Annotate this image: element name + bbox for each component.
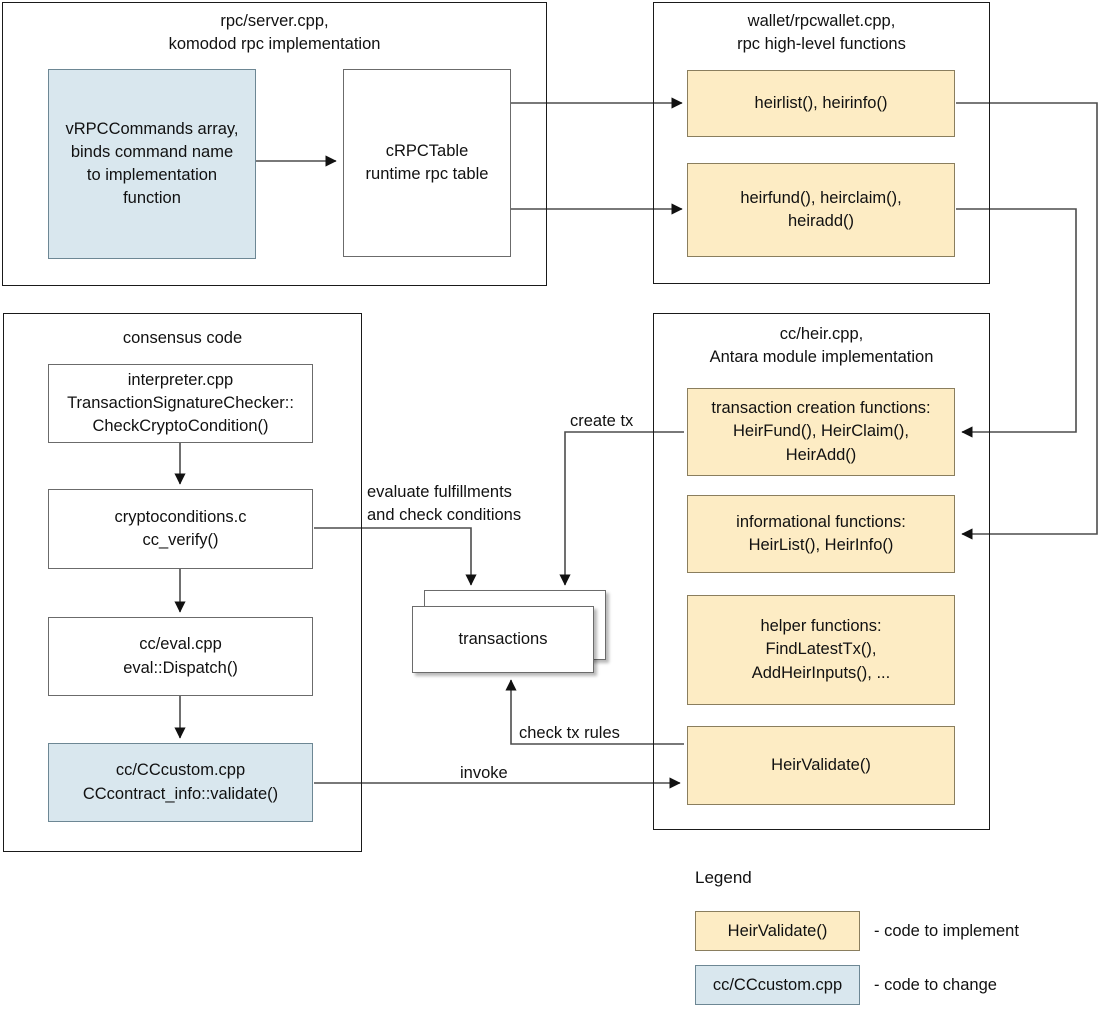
panel-consensus-title: consensus code <box>122 329 243 347</box>
node-vrpccommands-array[interactable]: vRPCCommands array, binds command name t… <box>48 69 256 259</box>
node-transactions[interactable]: transactions <box>412 606 594 673</box>
panel-rpc-server <box>2 2 547 286</box>
edge-heirvalidate-to-transactions <box>505 679 684 745</box>
edge-ccverify-to-transactions <box>314 527 477 586</box>
panel-heir-title: cc/heir.cpp, Antara module implementatio… <box>709 325 934 367</box>
node-transaction-creation-functions[interactable]: transaction creation functions: HeirFund… <box>687 388 955 476</box>
legend-swatch-implement: HeirValidate() <box>695 911 860 951</box>
node-heirvalidate[interactable]: HeirValidate() <box>687 726 955 805</box>
edge-txcreation-to-transactions <box>559 431 684 586</box>
node-interpreter-checkcryptocondition[interactable]: interpreter.cpp TransactionSignatureChec… <box>48 364 313 443</box>
node-cccustom-validate[interactable]: cc/CCcustom.cpp CCcontract_info::validat… <box>48 743 313 822</box>
edge-heirfund-to-txcreation <box>956 208 1077 438</box>
node-helper-functions[interactable]: helper functions: FindLatestTx(), AddHei… <box>687 595 955 705</box>
legend: Legend HeirValidate() - code to implemen… <box>695 868 1095 1008</box>
panel-consensus <box>3 313 362 852</box>
legend-title: Legend <box>695 868 752 887</box>
legend-swatch-change: cc/CCcustom.cpp <box>695 965 860 1005</box>
node-crpctable[interactable]: cRPCTable runtime rpc table <box>343 69 511 257</box>
legend-desc-change: - code to change <box>874 975 997 994</box>
node-cryptoconditions-cc-verify[interactable]: cryptoconditions.c cc_verify() <box>48 489 313 569</box>
node-heirlist-heirinfo[interactable]: heirlist(), heirinfo() <box>687 70 955 137</box>
node-informational-functions[interactable]: informational functions: HeirList(), Hei… <box>687 495 955 573</box>
panel-rpc-server-title: rpc/server.cpp, komodod rpc implementati… <box>168 12 381 54</box>
legend-desc-implement: - code to implement <box>874 921 1019 940</box>
legend-row-change: cc/CCcustom.cpp - code to change <box>695 965 997 1005</box>
node-heirfund-heirclaim-heiradd[interactable]: heirfund(), heirclaim(), heiradd() <box>687 163 955 257</box>
edge-heirlist-to-informational <box>956 102 1098 540</box>
edge-label-evaluate-fulfillments: evaluate fulfillments and check conditio… <box>367 483 522 524</box>
legend-row-implement: HeirValidate() - code to implement <box>695 911 1019 951</box>
panel-rpcwallet <box>653 2 990 284</box>
node-cc-eval-dispatch[interactable]: cc/eval.cpp eval::Dispatch() <box>48 617 313 696</box>
panel-heir <box>653 313 990 830</box>
panel-rpcwallet-title: wallet/rpcwallet.cpp, rpc high-level fun… <box>737 12 906 54</box>
edge-label-create-tx: create tx <box>570 412 634 430</box>
edge-label-invoke: invoke <box>460 764 508 782</box>
edge-label-check-tx-rules: check tx rules <box>519 724 620 742</box>
